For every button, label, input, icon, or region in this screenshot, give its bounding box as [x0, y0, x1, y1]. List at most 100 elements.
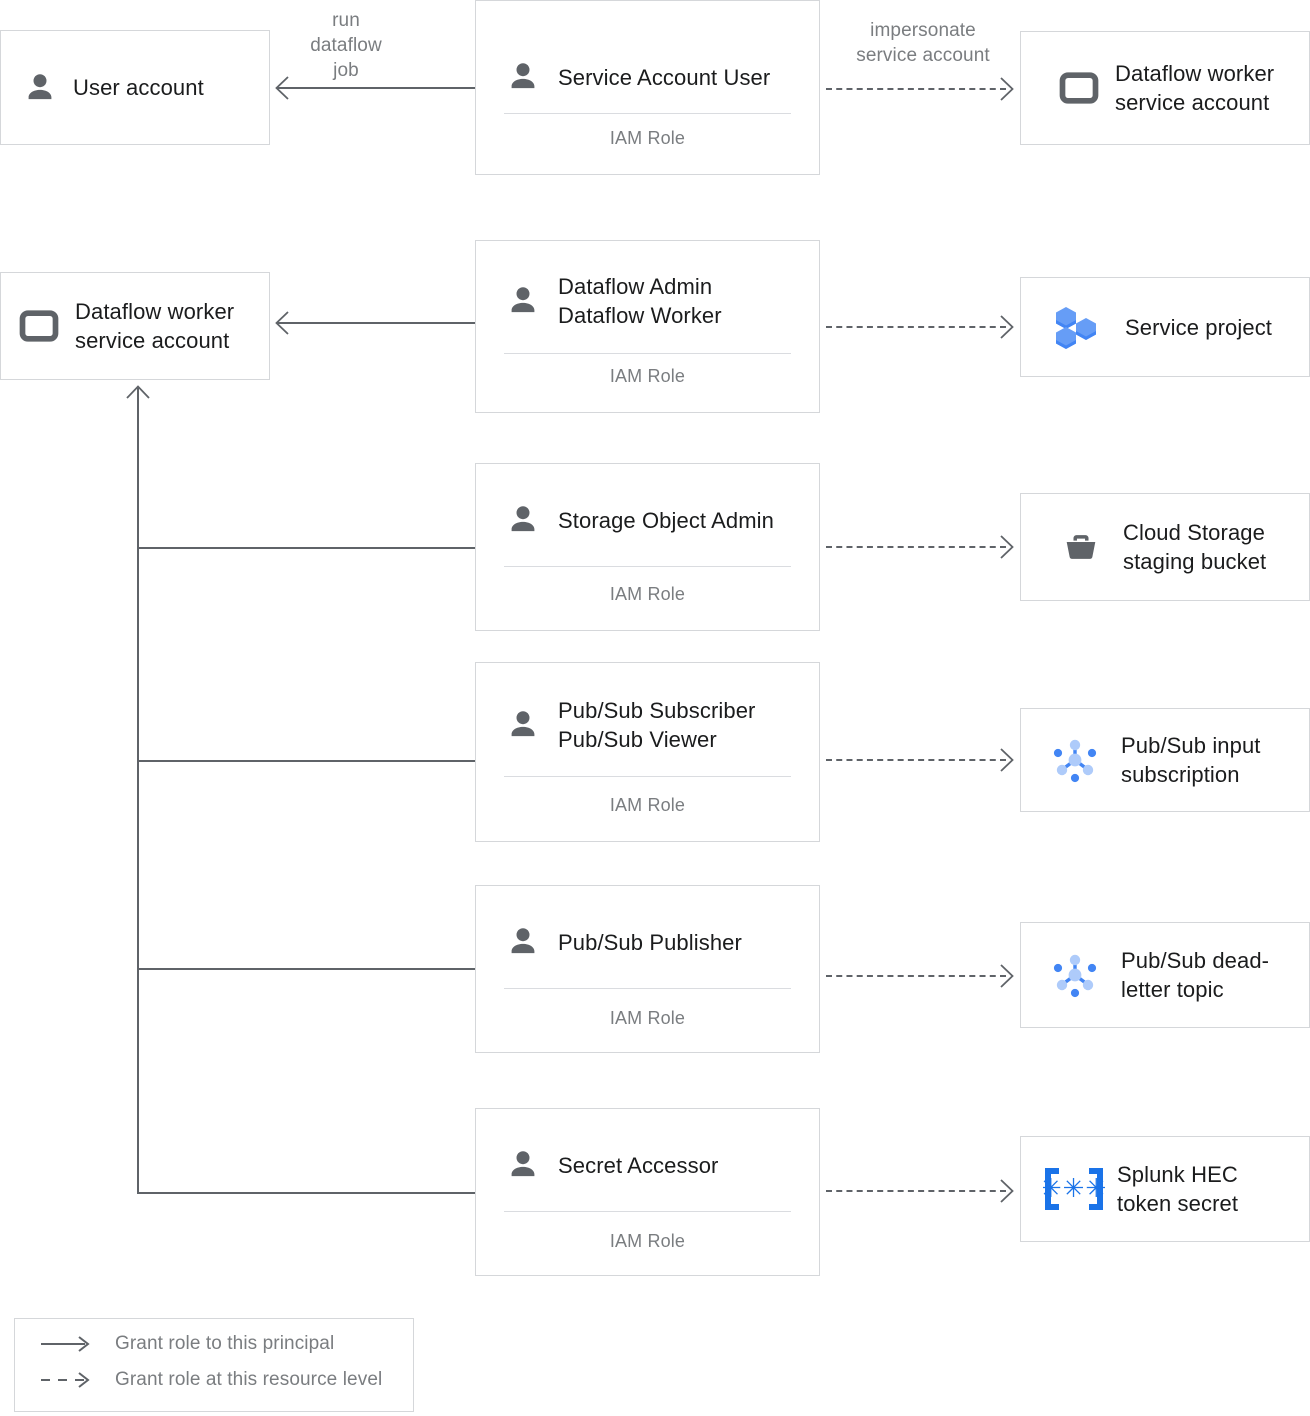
- iam-card-service-account-user-role: Service Account User: [558, 64, 771, 90]
- node-service-project-label: Service project: [1125, 314, 1273, 340]
- connector-pubsub-publisher-to-dead-letter-topic: [826, 975, 1006, 977]
- person-icon: [511, 1151, 535, 1177]
- node-dataflow-worker-service-account-target[interactable]: Dataflow worker service account: [1020, 31, 1310, 145]
- dashed-arrow-icon: [41, 1372, 90, 1388]
- connector-service-account-user-to-user-account: [277, 87, 475, 89]
- connector-dataflow-admin-to-service-project: [826, 326, 1006, 328]
- iam-card-dataflow-admin-worker-footer: IAM Role: [609, 366, 686, 386]
- iam-card-dataflow-admin-worker-row: Dataflow Admin Dataflow Worker: [476, 266, 819, 336]
- iam-card-pubsub-subscriber-viewer-footer: IAM Role: [609, 795, 686, 815]
- node-dataflow-worker-service-account-content: Dataflow worker service account: [1, 297, 269, 355]
- iam-card-secret-accessor-footer: IAM Role: [609, 1231, 686, 1251]
- arrowhead-up-dataflow-worker-sa: [126, 385, 150, 399]
- node-user-account[interactable]: User account: [0, 30, 270, 145]
- node-pubsub-input-subscription-content: Pub/Sub input subscription: [1021, 731, 1309, 789]
- node-dataflow-worker-service-account-target-label: Dataflow worker service account: [1115, 61, 1275, 115]
- node-pubsub-dead-letter-topic[interactable]: Pub/Sub dead-letter topic: [1020, 922, 1310, 1028]
- node-pubsub-input-subscription[interactable]: Pub/Sub input subscription: [1020, 708, 1310, 812]
- iam-card-service-account-user-footer: IAM Role: [609, 128, 686, 148]
- iam-card-pubsub-subscriber-viewer-role: Pub/Sub Subscriber Pub/Sub Viewer: [558, 698, 756, 752]
- node-cloud-storage-staging-bucket-label: Cloud Storage staging bucket: [1123, 520, 1267, 574]
- iam-card-storage-object-admin-role: Storage Object Admin: [558, 507, 775, 533]
- arrowhead-left-user-account: [275, 76, 289, 100]
- arrowhead-left-dataflow-worker-sa: [275, 311, 289, 335]
- node-pubsub-dead-letter-topic-content: Pub/Sub dead-letter topic: [1021, 946, 1309, 1004]
- iam-card-divider: [504, 566, 791, 567]
- connector-branch-pubsub-publisher: [137, 968, 475, 970]
- service-account-icon: [19, 310, 59, 342]
- iam-card-storage-object-admin-footer: IAM Role: [609, 584, 686, 604]
- node-service-project[interactable]: Service project: [1020, 277, 1310, 377]
- edge-label-impersonate-service-account: impersonate service account: [856, 20, 990, 66]
- svg-text:✳✳✳: ✳✳✳: [1043, 1173, 1105, 1203]
- legend-item-grant-role-to-principal: Grant role to this principal: [39, 1333, 334, 1355]
- arrowhead-right-dataflow-worker-sa: [1000, 77, 1014, 101]
- person-icon: [511, 928, 535, 954]
- person-icon: [511, 711, 535, 737]
- legend-item-grant-role-to-principal-label: Grant role to this principal: [115, 1333, 335, 1354]
- iam-card-pubsub-publisher-head: Pub/Sub Publisher: [476, 918, 819, 966]
- node-splunk-hec-token-secret[interactable]: ✳✳✳ Splunk HEC token secret: [1020, 1136, 1310, 1242]
- node-dataflow-worker-service-account-target-content: Dataflow worker service account: [1021, 59, 1309, 117]
- connector-dataflow-admin-to-worker-sa: [277, 322, 475, 324]
- person-icon: [28, 73, 52, 99]
- node-cloud-storage-staging-bucket[interactable]: Cloud Storage staging bucket: [1020, 493, 1310, 601]
- iam-card-pubsub-publisher[interactable]: Pub/Sub Publisher IAM Role: [475, 885, 820, 1053]
- iam-card-pubsub-subscriber-viewer-head: Pub/Sub Subscriber Pub/Sub Viewer: [476, 691, 819, 759]
- connector-branch-pubsub-subscriber: [137, 760, 475, 762]
- node-user-account-label: User account: [73, 75, 204, 100]
- arrowhead-right-service-project: [1000, 315, 1014, 339]
- legend-item-grant-role-at-resource-level-label: Grant role at this resource level: [115, 1369, 383, 1390]
- iam-card-secret-accessor[interactable]: Secret Accessor IAM Role: [475, 1108, 820, 1276]
- node-cloud-storage-staging-bucket-content: Cloud Storage staging bucket: [1021, 518, 1309, 576]
- connector-secret-accessor-to-splunk-secret: [826, 1190, 1006, 1192]
- iam-card-pubsub-publisher-role: Pub/Sub Publisher: [558, 929, 742, 955]
- legend-item-grant-role-at-resource-level: Grant role at this resource level: [39, 1369, 382, 1391]
- iam-card-service-account-user[interactable]: Service Account User IAM Role: [475, 0, 820, 175]
- cloud-storage-bucket-icon: [1066, 535, 1096, 559]
- node-dataflow-worker-service-account-label: Dataflow worker service account: [75, 299, 235, 353]
- connector-storage-object-admin-to-bucket: [826, 546, 1006, 548]
- project-hexagons-icon: [1056, 307, 1096, 349]
- arrowhead-right-pubsub-dead-letter-topic: [1000, 964, 1014, 988]
- node-pubsub-dead-letter-topic-label: Pub/Sub dead-letter topic: [1121, 948, 1270, 1002]
- iam-card-pubsub-publisher-footer: IAM Role: [609, 1008, 686, 1028]
- iam-card-storage-object-admin[interactable]: Storage Object Admin IAM Role: [475, 463, 820, 631]
- iam-card-pubsub-subscriber-viewer[interactable]: Pub/Sub Subscriber Pub/Sub Viewer IAM Ro…: [475, 662, 820, 842]
- iam-card-dataflow-admin-worker[interactable]: Dataflow Admin Dataflow Worker IAM Role: [475, 240, 820, 413]
- node-dataflow-worker-service-account[interactable]: Dataflow worker service account: [0, 272, 270, 380]
- connector-branch-storage-object-admin: [137, 547, 475, 549]
- node-splunk-hec-token-secret-content: ✳✳✳ Splunk HEC token secret: [1021, 1160, 1309, 1218]
- iam-card-divider: [504, 776, 791, 777]
- edge-label-run-dataflow-job: run dataflow job: [310, 10, 382, 81]
- iam-card-divider: [504, 113, 791, 114]
- connector-vertical-bus: [137, 388, 139, 1194]
- arrowhead-right-cloud-storage-bucket: [1000, 535, 1014, 559]
- iam-card-service-account-user-head: Service Account User: [476, 53, 819, 101]
- person-icon: [511, 506, 535, 532]
- connector-service-account-user-to-dataflow-worker-sa: [826, 88, 1006, 90]
- iam-card-storage-object-admin-head: Storage Object Admin: [476, 496, 819, 544]
- arrowhead-right-pubsub-input-subscription: [1000, 748, 1014, 772]
- node-service-project-content: Service project: [1021, 301, 1309, 353]
- node-pubsub-input-subscription-label: Pub/Sub input subscription: [1121, 733, 1261, 787]
- connector-branch-secret-accessor: [137, 1192, 475, 1194]
- arrowhead-right-splunk-hec-token-secret: [1000, 1179, 1014, 1203]
- iam-card-dataflow-admin-worker-role: Dataflow Admin Dataflow Worker: [558, 274, 722, 328]
- service-account-icon: [1059, 72, 1099, 104]
- pubsub-icon: [1053, 739, 1097, 783]
- iam-card-divider: [504, 1211, 791, 1212]
- iam-card-divider: [504, 988, 791, 989]
- person-icon: [511, 287, 535, 313]
- iam-card-secret-accessor-head: Secret Accessor: [476, 1141, 819, 1189]
- connector-pubsub-subscriber-to-input-subscription: [826, 759, 1006, 761]
- legend: Grant role to this principal Grant role …: [14, 1318, 414, 1412]
- person-icon: [511, 63, 535, 89]
- iam-card-secret-accessor-role: Secret Accessor: [558, 1152, 719, 1178]
- solid-arrow-icon: [41, 1336, 90, 1352]
- iam-card-divider: [504, 353, 791, 354]
- pubsub-icon: [1053, 954, 1097, 998]
- node-splunk-hec-token-secret-label: Splunk HEC token secret: [1117, 1162, 1239, 1216]
- node-user-account-content: User account: [1, 69, 269, 107]
